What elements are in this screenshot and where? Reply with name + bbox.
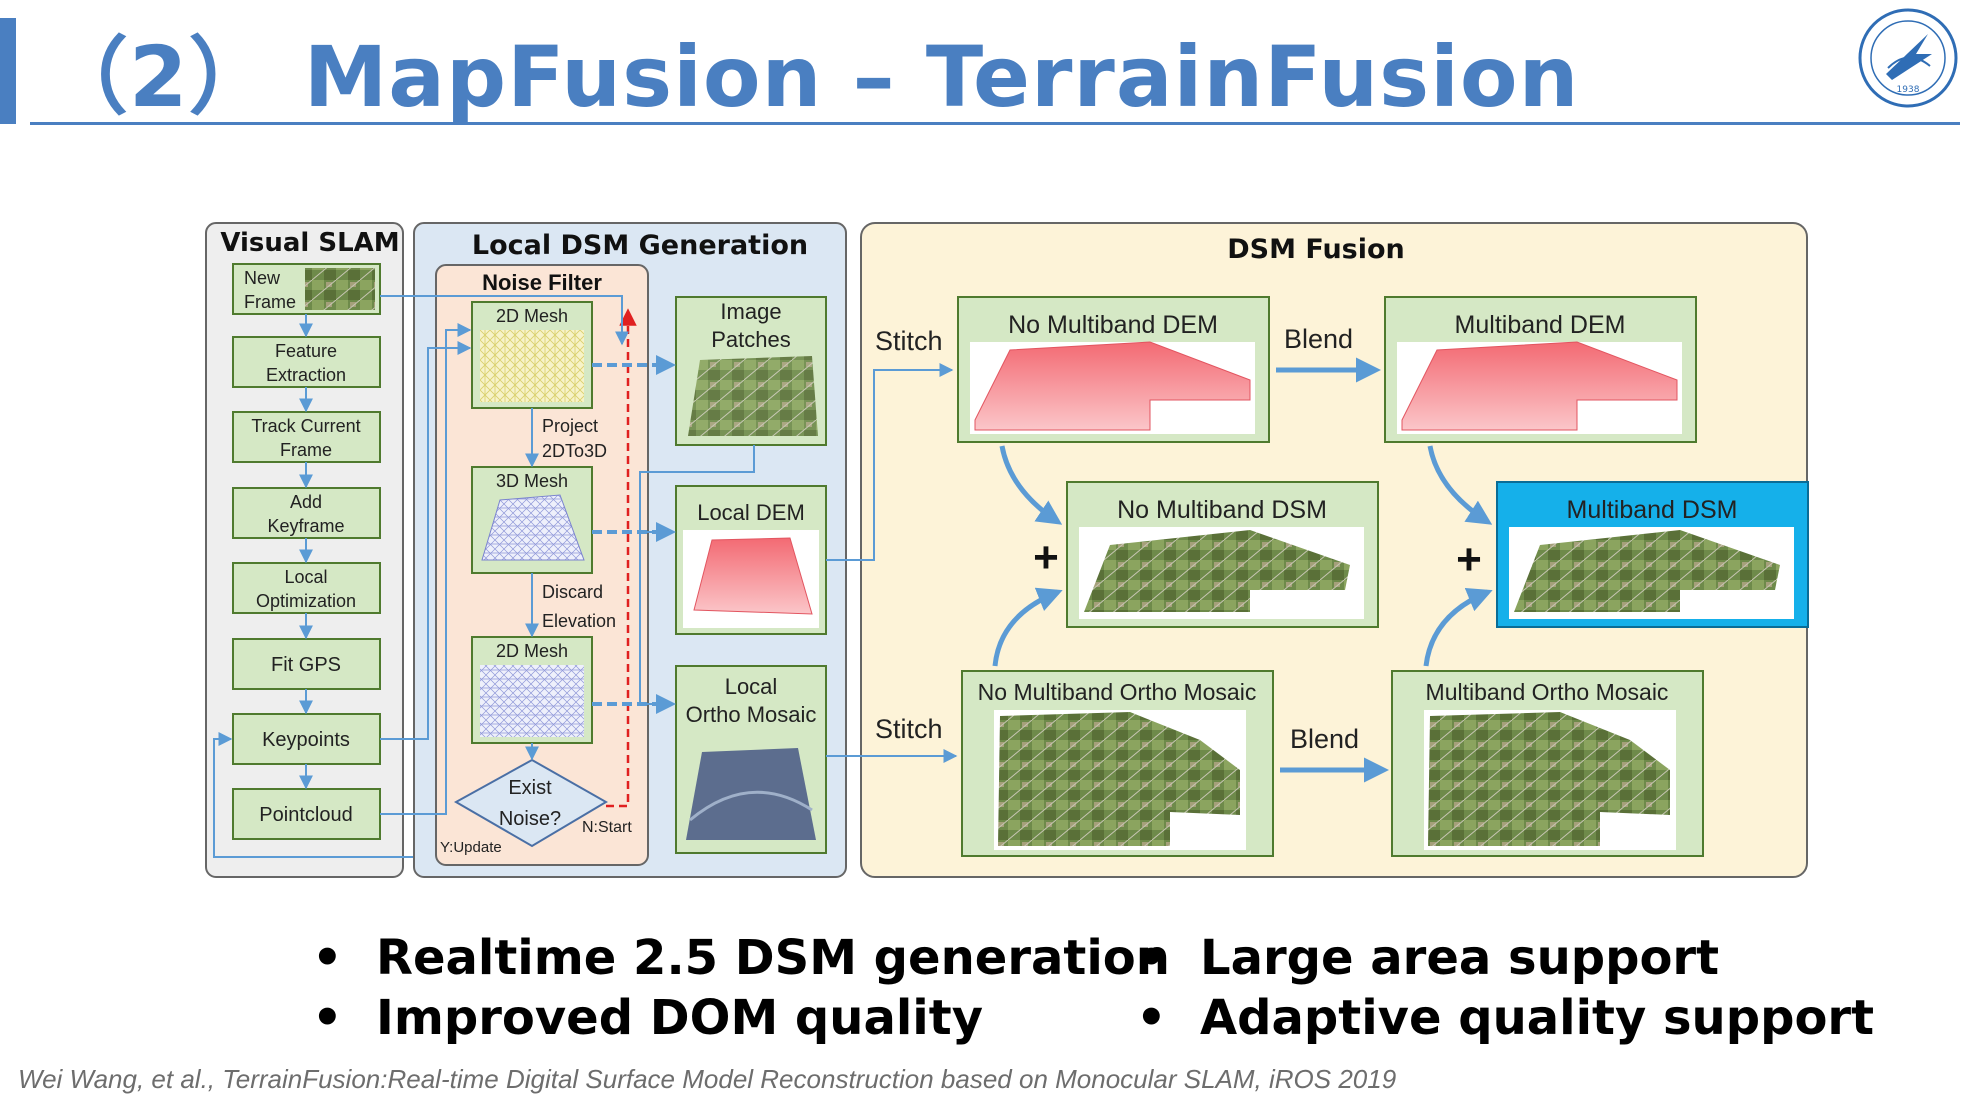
bullet-adaptive-quality: •Adaptive quality support bbox=[1136, 990, 1875, 1046]
noise-feedback-dashed bbox=[606, 308, 637, 808]
university-logo: 1938 bbox=[1858, 8, 1958, 108]
local-dem-node: Local DEM bbox=[675, 485, 827, 635]
bullet-realtime: •Realtime 2.5 DSM generation bbox=[312, 930, 1170, 986]
slam-node-track-current-frame: Track Current Frame bbox=[232, 411, 381, 463]
svg-text:2D Mesh: 2D Mesh bbox=[496, 641, 568, 661]
mesh-to-result-arrows bbox=[592, 355, 676, 714]
svg-text:Optimization: Optimization bbox=[256, 591, 356, 611]
multiband-dsm-node: Multiband DSM bbox=[1496, 481, 1809, 628]
bullet-large-area: •Large area support bbox=[1136, 930, 1720, 986]
no-multiband-dem-node: No Multiband DEM bbox=[957, 296, 1270, 443]
svg-text:Ortho Mosaic: Ortho Mosaic bbox=[686, 702, 817, 727]
svg-text:Frame: Frame bbox=[244, 292, 296, 312]
exist-noise-decision: Exist Noise? bbox=[453, 758, 608, 848]
svg-text:Extraction: Extraction bbox=[266, 365, 346, 385]
citation: Wei Wang, et al., TerrainFusion:Real-tim… bbox=[18, 1064, 1397, 1094]
plus-sign-right: + bbox=[1456, 535, 1482, 584]
stitch-top-label: Stitch bbox=[875, 326, 943, 356]
visual-slam-panel bbox=[205, 222, 404, 878]
svg-text:Exist: Exist bbox=[508, 777, 552, 799]
mesh-3d-node: 3D Mesh bbox=[471, 466, 593, 574]
blend-top-label: Blend bbox=[1284, 324, 1353, 354]
svg-text:Keypoints: Keypoints bbox=[262, 729, 350, 751]
svg-text:3D Mesh: 3D Mesh bbox=[496, 471, 568, 491]
discard-label-2: Elevation bbox=[542, 611, 616, 631]
logo-year: 1938 bbox=[1897, 85, 1920, 95]
project-label: Project bbox=[542, 416, 598, 436]
svg-text:Keyframe: Keyframe bbox=[267, 516, 344, 536]
slam-node-fit-gps: Fit GPS bbox=[232, 638, 381, 690]
bullet-dom-quality: •Improved DOM quality bbox=[312, 990, 983, 1046]
image-patches-node: Image Patches bbox=[675, 296, 827, 446]
blend-bottom-label: Blend bbox=[1290, 724, 1359, 754]
slam-flow-arrows bbox=[213, 314, 520, 858]
n-start-label: N:Start bbox=[582, 819, 632, 836]
y-update-label: Y:Update bbox=[440, 839, 502, 856]
visual-slam-title: Visual SLAM bbox=[220, 228, 399, 258]
svg-text:Local: Local bbox=[725, 674, 778, 699]
svg-text:New: New bbox=[244, 268, 281, 288]
noise-filter-title: Noise Filter bbox=[482, 270, 602, 295]
project-label-2: 2DTo3D bbox=[542, 441, 607, 461]
local-dsm-title: Local DSM Generation bbox=[472, 230, 808, 261]
dsm-fusion-title: DSM Fusion bbox=[1227, 234, 1405, 265]
slam-node-pointcloud: Pointcloud bbox=[232, 788, 381, 840]
slam-node-feature-extraction: Feature Extraction bbox=[232, 336, 381, 388]
slam-node-keypoints: Keypoints bbox=[232, 713, 381, 765]
svg-text:No Multiband DSM: No Multiband DSM bbox=[1117, 496, 1327, 524]
mesh-2d-top-node: 2D Mesh bbox=[471, 301, 593, 409]
svg-text:Track Current: Track Current bbox=[251, 416, 360, 436]
fusion-flow-arrows bbox=[992, 357, 1493, 783]
stitch-input-arrows bbox=[826, 363, 958, 763]
svg-text:Fit GPS: Fit GPS bbox=[271, 654, 341, 676]
mesh-2d-bottom-node: 2D Mesh bbox=[471, 636, 593, 744]
title-accent-bar bbox=[0, 18, 16, 124]
svg-text:Pointcloud: Pointcloud bbox=[259, 804, 352, 826]
svg-text:Local: Local bbox=[284, 567, 327, 587]
svg-text:Multiband Ortho Mosaic: Multiband Ortho Mosaic bbox=[1426, 679, 1669, 705]
no-multiband-ortho-node: No Multiband Ortho Mosaic bbox=[961, 670, 1274, 857]
svg-text:No Multiband Ortho Mosaic: No Multiband Ortho Mosaic bbox=[978, 679, 1257, 705]
stitch-bottom-label: Stitch bbox=[875, 714, 943, 744]
svg-text:Patches: Patches bbox=[711, 327, 791, 352]
slam-node-local-optimization: Local Optimization bbox=[232, 562, 381, 614]
no-multiband-dsm-node: No Multiband DSM bbox=[1066, 481, 1379, 628]
svg-text:Noise?: Noise? bbox=[499, 808, 561, 830]
svg-text:No Multiband DEM: No Multiband DEM bbox=[1008, 311, 1218, 339]
slam-node-new-frame: New Frame bbox=[232, 263, 381, 315]
plus-sign-left: + bbox=[1033, 533, 1059, 582]
svg-text:2D Mesh: 2D Mesh bbox=[496, 306, 568, 326]
multiband-ortho-node: Multiband Ortho Mosaic bbox=[1391, 670, 1704, 857]
title-underline bbox=[30, 122, 1960, 125]
discard-label: Discard bbox=[542, 582, 603, 602]
slide-title: （2） MapFusion – TerrainFusion bbox=[44, 28, 1580, 126]
svg-text:Feature: Feature bbox=[275, 341, 337, 361]
svg-text:Image: Image bbox=[720, 299, 781, 324]
svg-text:Frame: Frame bbox=[280, 440, 332, 460]
local-ortho-node: Local Ortho Mosaic bbox=[675, 665, 827, 854]
slam-node-add-keyframe: Add Keyframe bbox=[232, 487, 381, 539]
multiband-dem-node: Multiband DEM bbox=[1384, 296, 1697, 443]
svg-text:Local DEM: Local DEM bbox=[697, 500, 805, 525]
svg-text:Add: Add bbox=[290, 492, 322, 512]
svg-text:Multiband DEM: Multiband DEM bbox=[1455, 311, 1626, 339]
svg-text:Multiband DSM: Multiband DSM bbox=[1567, 496, 1738, 524]
